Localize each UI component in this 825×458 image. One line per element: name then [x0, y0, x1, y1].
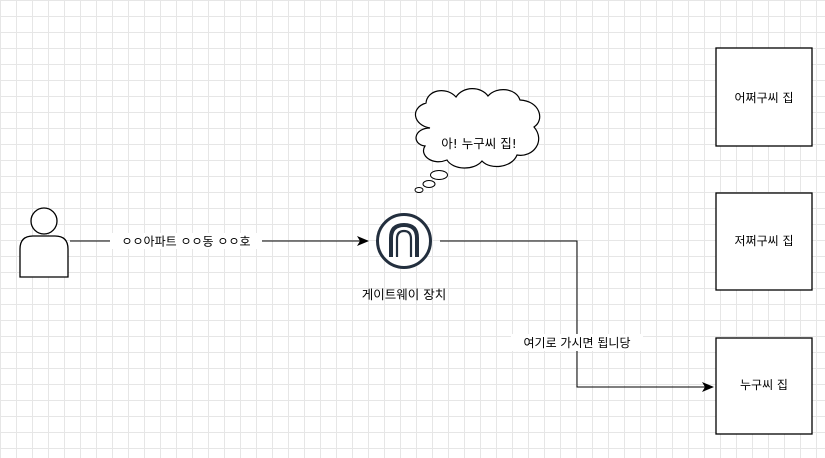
thought-bubble-text: 아! 누구씨 집! [441, 136, 516, 151]
arrow-label-address: ㅇㅇ아파트 ㅇㅇ동 ㅇㅇ호 [121, 235, 250, 249]
gateway-arch-icon[interactable] [376, 213, 432, 269]
house-label-1: 어쩌구씨 집 [734, 91, 793, 105]
arrow-gateway-to-house[interactable]: 여기로 가시면 됩니당 [440, 240, 714, 392]
arrow-label-directions: 여기로 가시면 됩니당 [524, 336, 631, 350]
arrow-person-to-gateway[interactable]: ㅇㅇ아파트 ㅇㅇ동 ㅇㅇ호 [70, 233, 369, 249]
thought-bubble[interactable]: 아! 누구씨 집! [414, 88, 541, 193]
gateway-label: 게이트웨이 장치 [362, 287, 446, 302]
user-icon[interactable] [19, 207, 69, 278]
house-label-2: 저쩌구씨 집 [734, 234, 793, 248]
house-box-3[interactable]: 누구씨 집 [715, 337, 813, 435]
house-box-1[interactable]: 어쩌구씨 집 [715, 47, 813, 147]
house-label-3: 누구씨 집 [740, 378, 788, 392]
house-box-2[interactable]: 저쩌구씨 집 [715, 192, 813, 291]
